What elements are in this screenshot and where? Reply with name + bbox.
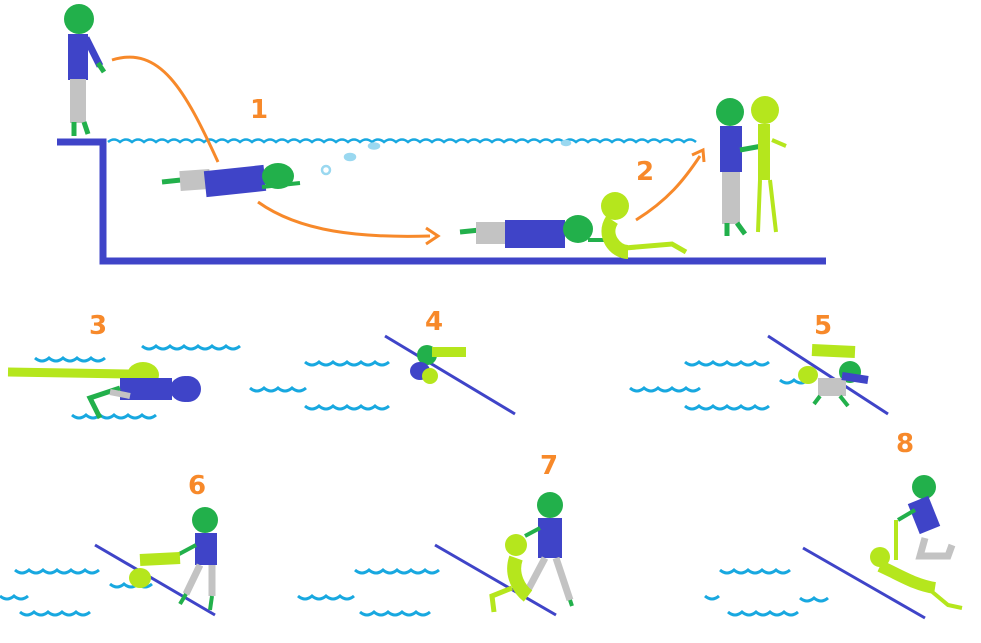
step-number-3: 3	[89, 311, 107, 341]
step-7-panel	[297, 492, 574, 617]
rescuer-victim-7	[489, 492, 574, 613]
step-number-2: 2	[636, 157, 654, 187]
step-3-panel	[7, 344, 241, 420]
slope-7	[434, 543, 557, 617]
waves-8	[704, 568, 829, 617]
step-8-panel	[704, 475, 963, 620]
waves-7	[297, 568, 440, 617]
pool-wall	[57, 138, 826, 265]
waves-6	[0, 568, 153, 617]
slope-8	[802, 546, 926, 620]
slope-4	[384, 334, 516, 416]
rescuer-victim-6	[129, 507, 218, 611]
step-number-4: 4	[425, 307, 443, 337]
slope-6	[94, 543, 216, 617]
step-number-7: 7	[540, 451, 558, 481]
step-number-1: 1	[250, 95, 268, 125]
bubbles	[320, 139, 572, 176]
victim-at-bottom	[601, 192, 688, 259]
rescuer-victim-4	[410, 345, 466, 384]
waves-5	[629, 360, 809, 411]
step-number-5: 5	[814, 311, 832, 341]
step-5-panel	[629, 334, 889, 416]
step-number-8: 8	[896, 429, 914, 459]
rescuer-victim-8	[870, 475, 963, 610]
step-number-6: 6	[188, 471, 206, 501]
step-6-panel	[0, 507, 218, 617]
rescuer-victim-5	[798, 344, 869, 408]
victim-standing	[751, 96, 787, 233]
rescuer-at-bottom	[459, 215, 606, 248]
lift-arrow	[635, 155, 702, 222]
rescuer-standing-with-victim	[716, 98, 763, 236]
pool-panel	[57, 4, 826, 265]
jump-arrow	[111, 55, 220, 163]
water-surface	[107, 138, 697, 144]
step-4-panel	[249, 334, 516, 416]
rescuer-standing	[64, 4, 107, 136]
rescuer-diving	[161, 163, 301, 198]
slope-5	[767, 334, 889, 416]
waves-4	[249, 360, 390, 411]
waves-3	[34, 344, 241, 420]
rescuer-towing-3	[86, 376, 201, 420]
swim-arrow	[257, 200, 431, 238]
